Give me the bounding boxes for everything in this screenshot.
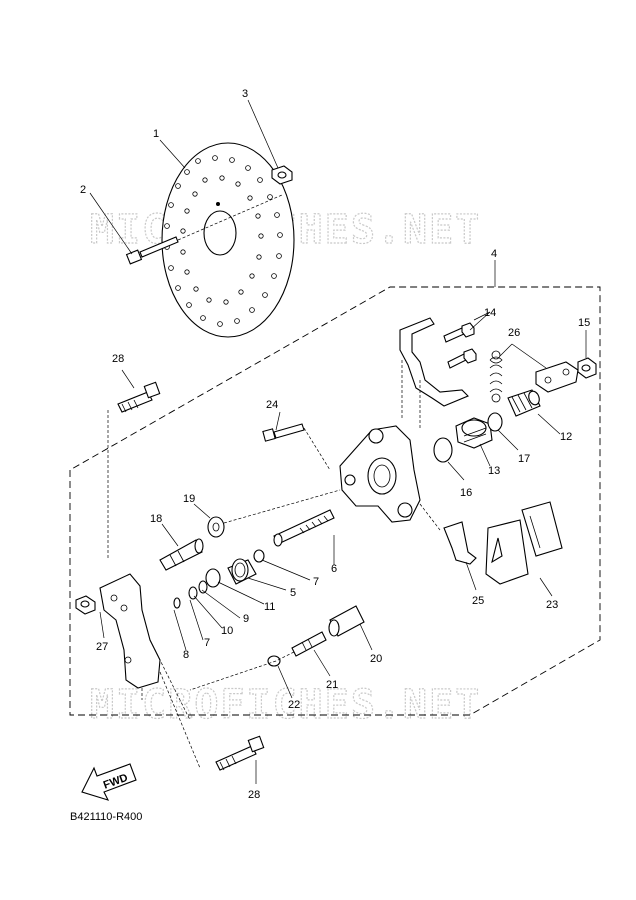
callout-13: 13 <box>488 465 500 477</box>
callout-2: 2 <box>80 184 86 196</box>
callout-16: 16 <box>460 487 472 499</box>
brake-disc <box>161 142 295 338</box>
bracket-bolts <box>443 322 477 369</box>
piston-seals <box>173 549 265 609</box>
forward-arrow-icon: FWD <box>81 763 137 801</box>
callout-7-upper: 7 <box>313 576 319 588</box>
callout-24: 24 <box>266 399 278 411</box>
callout-15: 15 <box>578 317 590 329</box>
callout-7-lower: 7 <box>204 637 210 649</box>
callout-28-lower: 28 <box>248 789 260 801</box>
o-ring-small <box>487 412 503 432</box>
bleeder-screw <box>262 423 331 471</box>
mounting-bolt-lower <box>215 735 265 771</box>
mounting-bolt-upper <box>117 381 161 413</box>
callout-14: 14 <box>484 307 496 319</box>
watermark-bottom: MICROFICHES.NET <box>90 682 481 728</box>
leader-lines <box>89 99 587 784</box>
callout-1: 1 <box>153 128 159 140</box>
callout-8: 8 <box>183 649 189 661</box>
pad-shim <box>443 521 477 565</box>
callout-27: 27 <box>96 641 108 653</box>
callout-9: 9 <box>243 613 249 625</box>
callout-4: 4 <box>491 248 497 260</box>
bleed-nipple <box>291 631 327 657</box>
diagram-code: B421110-R400 <box>70 811 142 823</box>
brake-pads <box>485 501 563 585</box>
callout-23: 23 <box>546 599 558 611</box>
caliper-bracket <box>99 573 161 689</box>
adjuster-link <box>535 361 579 393</box>
callout-26: 26 <box>508 327 520 339</box>
piston-shaft <box>273 509 335 547</box>
disc-bolt <box>125 194 283 265</box>
callout-18: 18 <box>150 513 162 525</box>
callout-19: 19 <box>183 493 195 505</box>
callout-6: 6 <box>331 563 337 575</box>
banjo-fitting <box>328 605 365 637</box>
tension-spring <box>489 350 503 403</box>
callout-21: 21 <box>326 679 338 691</box>
slide-pin <box>159 538 204 571</box>
caliper-assembly-boundary <box>69 286 601 716</box>
callout-5: 5 <box>290 587 296 599</box>
callout-17: 17 <box>518 453 530 465</box>
disc-nut <box>271 165 293 185</box>
bracket-nut <box>75 595 96 615</box>
adjuster-nut <box>577 357 597 379</box>
callout-28-upper: 28 <box>112 353 124 365</box>
o-ring-large <box>433 437 453 463</box>
callout-22: 22 <box>288 699 300 711</box>
caliper-body <box>339 425 421 523</box>
callout-10: 10 <box>221 625 233 637</box>
adjuster-shaft <box>507 389 541 417</box>
callout-labels: 1 2 3 4 5 6 7 7 8 9 10 11 12 13 14 15 16… <box>80 88 590 801</box>
copper-washer <box>267 655 281 667</box>
callout-12: 12 <box>560 431 572 443</box>
adjuster-cap <box>455 417 493 449</box>
guide-pin-boot <box>207 489 341 538</box>
callout-20: 20 <box>370 653 382 665</box>
pad-support-bracket <box>399 317 469 407</box>
callout-3: 3 <box>242 88 248 100</box>
callout-25: 25 <box>472 595 484 607</box>
callout-11: 11 <box>264 601 275 613</box>
